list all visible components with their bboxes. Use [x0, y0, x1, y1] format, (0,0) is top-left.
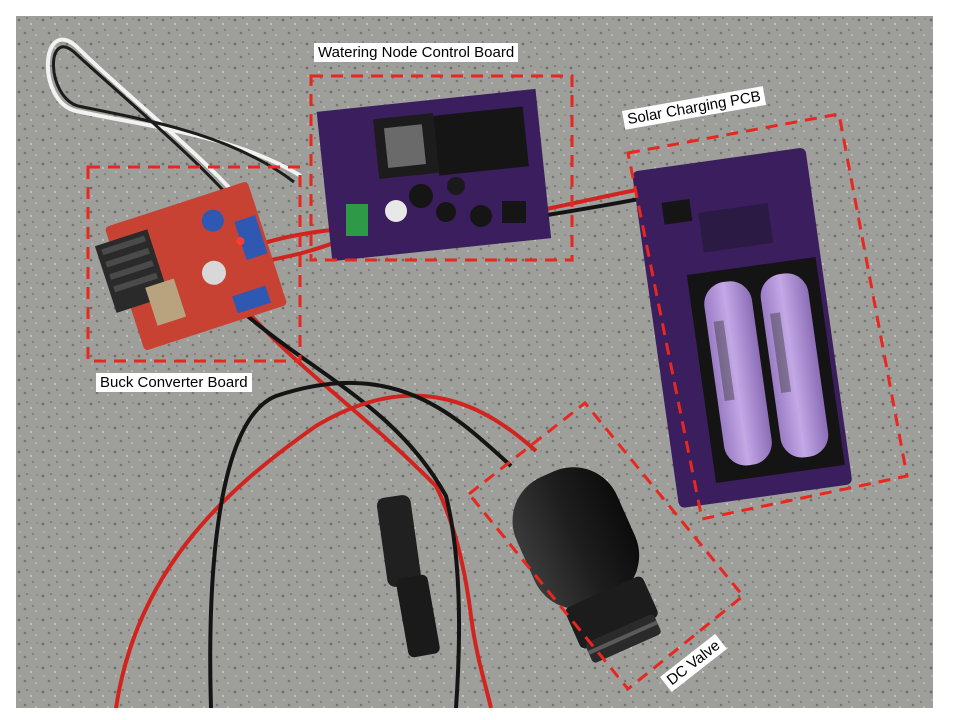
buck-converter — [94, 182, 287, 350]
black-wire-long — [236, 306, 461, 708]
solar-pcb — [632, 148, 852, 508]
red-wire-long — [242, 306, 493, 708]
waterproof-connector — [376, 495, 440, 658]
dc-valve — [512, 467, 661, 663]
white-wire — [45, 37, 303, 212]
red-wire-loop — [114, 393, 538, 708]
control-board-label: Watering Node Control Board — [314, 43, 519, 62]
black-wire-loop-2 — [208, 380, 513, 708]
buck-converter-label: Buck Converter Board — [96, 373, 252, 392]
solar-pcb-annotation-box — [626, 112, 909, 521]
control-board-annotation-box — [309, 74, 574, 262]
black-wire-loop — [52, 45, 295, 213]
dc-valve-annotation-box — [466, 400, 746, 692]
buck-converter-annotation-box — [86, 165, 302, 363]
hardware-photo — [16, 16, 933, 708]
control-board — [316, 88, 552, 262]
